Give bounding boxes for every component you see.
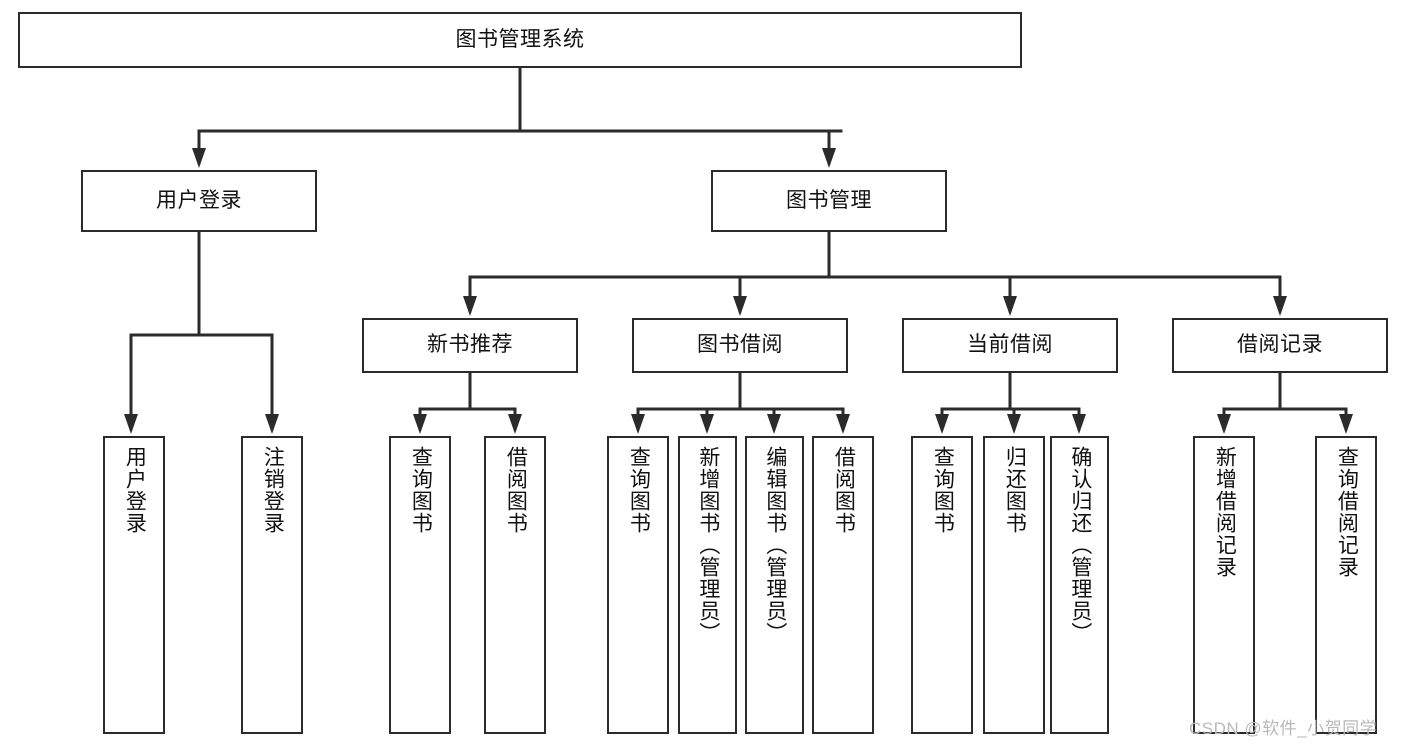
leaf-confirm-return[interactable]: 确认归还（管理员） — [1050, 436, 1109, 734]
watermark: CSDN @软件_小贺同学 — [1189, 719, 1378, 738]
leaf-edit-book-label: 编辑图书（管理员） — [763, 446, 787, 644]
leaf-borrow-book-1[interactable]: 借阅图书 — [484, 436, 546, 734]
leaf-add-record-label: 新增借阅记录 — [1213, 446, 1237, 578]
leaf-confirm-return-label: 确认归还（管理员） — [1068, 446, 1092, 644]
leaf-query-book-1-label: 查询图书 — [409, 446, 433, 534]
leaf-query-book-1[interactable]: 查询图书 — [389, 436, 451, 734]
node-current-borrow[interactable]: 当前借阅 — [902, 318, 1118, 373]
leaf-user-login-label: 用户登录 — [123, 446, 147, 534]
node-root[interactable]: 图书管理系统 — [18, 12, 1022, 68]
leaf-query-record[interactable]: 查询借阅记录 — [1315, 436, 1377, 734]
node-root-label: 图书管理系统 — [455, 27, 585, 51]
leaf-return-book-label: 归还图书 — [1003, 446, 1027, 534]
node-current-borrow-label: 当前借阅 — [967, 333, 1053, 357]
leaf-add-record[interactable]: 新增借阅记录 — [1193, 436, 1255, 734]
leaf-add-book-label: 新增图书（管理员） — [696, 446, 720, 644]
leaf-borrow-book-2-label: 借阅图书 — [832, 446, 856, 534]
leaf-query-book-2-label: 查询图书 — [627, 446, 651, 534]
leaf-query-book-3-label: 查询图书 — [931, 446, 955, 534]
node-new-book-rec-label: 新书推荐 — [427, 333, 513, 357]
leaf-borrow-book-1-label: 借阅图书 — [504, 446, 528, 534]
leaf-query-book-2[interactable]: 查询图书 — [607, 436, 669, 734]
node-book-manage[interactable]: 图书管理 — [711, 170, 947, 232]
node-user-login[interactable]: 用户登录 — [81, 170, 317, 232]
leaf-logout[interactable]: 注销登录 — [241, 436, 303, 734]
leaf-return-book[interactable]: 归还图书 — [983, 436, 1045, 734]
leaf-query-record-label: 查询借阅记录 — [1335, 446, 1359, 578]
node-user-login-label: 用户登录 — [156, 188, 242, 212]
node-borrow-record[interactable]: 借阅记录 — [1172, 318, 1388, 373]
leaf-borrow-book-2[interactable]: 借阅图书 — [812, 436, 874, 734]
leaf-user-login[interactable]: 用户登录 — [103, 436, 165, 734]
node-book-borrow[interactable]: 图书借阅 — [632, 318, 848, 373]
node-book-borrow-label: 图书借阅 — [697, 333, 783, 357]
node-borrow-record-label: 借阅记录 — [1237, 333, 1323, 357]
node-new-book-rec[interactable]: 新书推荐 — [362, 318, 578, 373]
node-book-manage-label: 图书管理 — [786, 188, 872, 212]
leaf-logout-label: 注销登录 — [261, 446, 285, 534]
leaf-query-book-3[interactable]: 查询图书 — [911, 436, 973, 734]
leaf-add-book[interactable]: 新增图书（管理员） — [678, 436, 737, 734]
leaf-edit-book[interactable]: 编辑图书（管理员） — [745, 436, 804, 734]
edge-group — [129, 66, 1348, 431]
